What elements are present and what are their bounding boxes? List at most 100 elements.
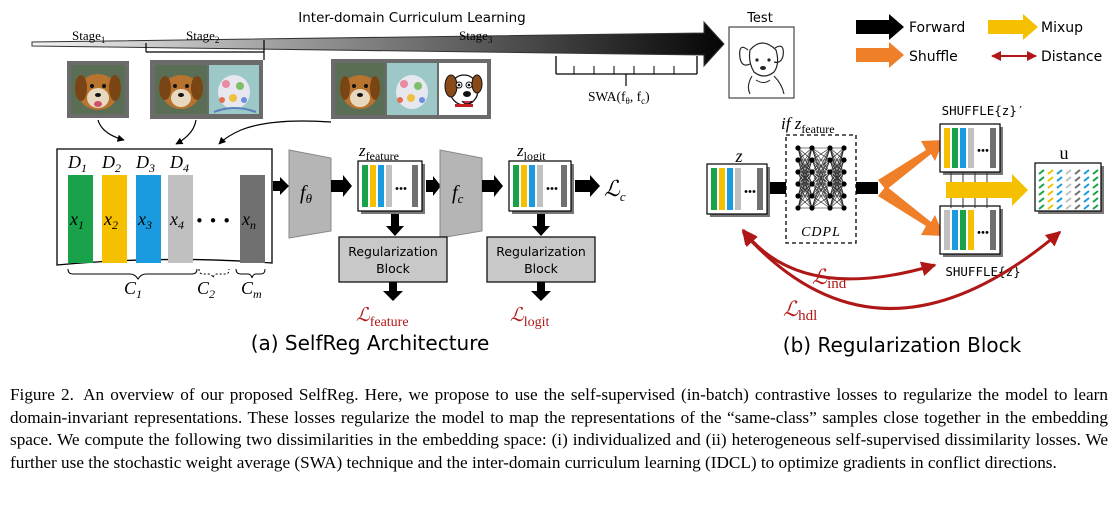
svg-text:Regularization: Regularization (496, 244, 586, 259)
stage2-images (150, 60, 263, 119)
sample-bar-1 (68, 175, 93, 263)
u-vector (1034, 162, 1104, 214)
class-label-2: C2 (197, 278, 215, 301)
u-label: u (1060, 143, 1069, 163)
curriculum-timeline: Inter-domain Curriculum Learning Stage1 … (31, 10, 795, 106)
image-to-batch-arrows (97, 119, 332, 145)
reg-block-logit: Regularization Block (486, 236, 596, 283)
sample-label-5: xn (241, 209, 256, 232)
mixup-arrow (946, 174, 1028, 206)
class-label-3: Cm (241, 278, 262, 301)
class-labels: C1 C2 Cm (124, 278, 262, 301)
f-c-classifier: fc (439, 149, 483, 239)
shuffle-arrow-up (878, 140, 944, 190)
cdpl-label: CDPL (801, 225, 841, 240)
stage2-label: Stage2 (186, 28, 219, 45)
sample-label-3: x3 (137, 209, 152, 232)
sample-dots: • • • (195, 212, 231, 230)
legend: Forward Mixup Shuffle Distance (856, 14, 1102, 68)
sample-bar-5 (240, 175, 265, 263)
dog-photo-3 (335, 63, 385, 115)
class-label-1: C1 (124, 278, 142, 301)
down-arrow-feature (386, 214, 404, 236)
timeline-title: Inter-domain Curriculum Learning (298, 10, 525, 26)
domain-label-1: D1 (67, 152, 87, 175)
stage1-label: Stage1 (72, 28, 105, 45)
shuffle-arrow-down (878, 186, 944, 236)
loss-feature: ℒfeature (356, 305, 409, 330)
figure-caption: Figure 2. An overview of our proposed Se… (10, 384, 1108, 474)
test-dog-sketch (728, 26, 795, 99)
loss-logit: ℒlogit (510, 305, 549, 330)
forward-legend-icon (856, 14, 904, 40)
caption-text: An overview of our proposed SelfReg. Her… (10, 385, 1108, 472)
subtitle-b: (b) Regularization Block (783, 333, 1022, 357)
z-feature-vector (357, 160, 425, 214)
forward-arrow-1 (273, 177, 289, 195)
svg-text:Regularization: Regularization (348, 244, 438, 259)
swa-label: SWA(fθ, fc) (588, 89, 650, 106)
subtitle-a: (a) SelfReg Architecture (251, 331, 490, 355)
legend-distance: Distance (1041, 49, 1102, 65)
sample-bars: x1 x2 x3 x4 xn (68, 175, 265, 263)
stage3-images (331, 59, 491, 119)
caption-label: Figure 2. (10, 385, 74, 404)
class-braces (67, 268, 266, 280)
shuffle-prime-label: SHUFFLE{z}′ (942, 103, 1025, 118)
stage1-images (67, 61, 129, 118)
svg-text:Block: Block (524, 261, 559, 276)
legend-forward: Forward (909, 20, 965, 36)
svg-text:fc: fc (452, 182, 464, 206)
sample-label-2: x2 (103, 209, 118, 232)
if-z-feature-label: if zfeature (781, 114, 835, 136)
forward-arrow-2 (331, 175, 352, 197)
domain-label-4: D4 (169, 152, 189, 175)
domain-label-3: D3 (135, 152, 155, 175)
z-label: z (734, 146, 742, 166)
domain-labels: D1 D2 D3 D4 (67, 152, 189, 175)
legend-shuffle: Shuffle (909, 49, 958, 65)
down-arrow-logit (532, 214, 550, 236)
down-arrow-logit-2 (531, 282, 551, 301)
dog-photo-2 (155, 65, 207, 114)
forward-arrow-3 (426, 176, 441, 196)
sample-bar-3 (136, 175, 161, 263)
hdl-distance-arc (741, 230, 1062, 310)
sample-bar-2 (102, 175, 127, 263)
svg-text:Block: Block (376, 261, 411, 276)
sample-label-4: x4 (169, 209, 184, 232)
forward-arrow-4 (482, 175, 503, 197)
swa-bracket (555, 56, 698, 86)
selfreg-diagram: Inter-domain Curriculum Learning Stage1 … (31, 10, 1104, 357)
test-label: Test (746, 11, 773, 26)
forward-arrow-5 (575, 175, 600, 197)
svg-text:fθ: fθ (300, 182, 313, 206)
mixup-legend-icon (988, 14, 1038, 40)
legend-mixup: Mixup (1041, 20, 1083, 36)
z-logit-vector (508, 160, 574, 214)
timeline-arrow (31, 20, 725, 68)
z-logit-label: zlogit (516, 141, 546, 163)
down-arrow-feature-2 (383, 282, 403, 301)
shuffle-vector (939, 205, 1003, 257)
forward-arrow-6 (770, 182, 786, 194)
dog-painting-3 (387, 63, 437, 115)
z-feature-label: zfeature (358, 141, 399, 163)
stage3-label: Stage3 (459, 28, 493, 45)
shuffle-legend-icon (856, 42, 904, 68)
z-vector (706, 163, 770, 217)
loss-c: ℒc (604, 176, 626, 204)
shuffle-prime-vector (939, 123, 1003, 175)
dog-painting-2 (209, 65, 259, 114)
sample-label-1: x1 (69, 209, 84, 232)
dog-cartoon-3 (439, 63, 487, 115)
cdpl-network: CDPL (785, 134, 857, 244)
f-theta-encoder: fθ (288, 149, 332, 239)
loss-ind: ℒind (812, 265, 847, 292)
forward-arrow-7 (856, 182, 878, 194)
domain-label-2: D2 (101, 152, 121, 175)
shuffle-label: SHUFFLE{z} (945, 264, 1020, 279)
dog-photo-1 (71, 65, 125, 114)
sample-bar-4 (168, 175, 193, 263)
loss-hdl: ℒhdl (783, 297, 817, 324)
